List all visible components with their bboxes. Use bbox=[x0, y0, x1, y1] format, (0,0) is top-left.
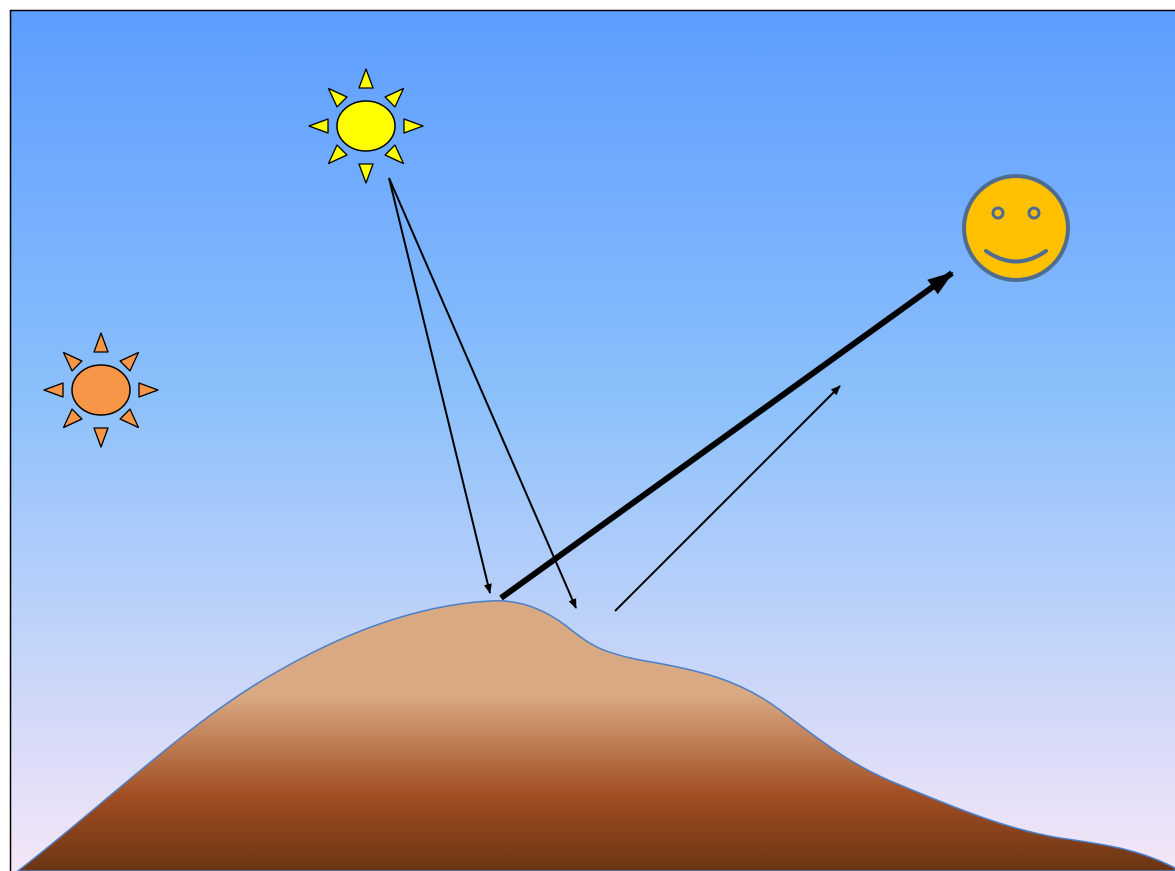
sun-ray bbox=[62, 408, 83, 429]
sun-ray bbox=[358, 68, 374, 89]
sun-body bbox=[336, 100, 396, 152]
hill bbox=[16, 600, 1175, 871]
sun-ray bbox=[119, 351, 140, 372]
sun-ray bbox=[384, 87, 405, 108]
sun-ray bbox=[119, 408, 140, 429]
sun-icon bbox=[308, 68, 424, 184]
incoming-ray-arrow bbox=[388, 177, 492, 594]
sun-ray bbox=[403, 118, 424, 134]
smiley-face-circle bbox=[962, 174, 1070, 282]
sun-ray bbox=[327, 144, 348, 165]
incoming-ray-arrow bbox=[388, 177, 577, 609]
sun-ray bbox=[93, 332, 109, 353]
sun-ray bbox=[308, 118, 329, 134]
reflected-ray-arrow-thick bbox=[499, 270, 954, 601]
sun-ray bbox=[62, 351, 83, 372]
sun-ray bbox=[358, 163, 374, 184]
sun-ray bbox=[93, 427, 109, 448]
smiley-face-icon bbox=[962, 174, 1070, 282]
sun-body bbox=[71, 364, 131, 416]
sun-ray bbox=[384, 144, 405, 165]
smiley-right-eye bbox=[1027, 206, 1041, 220]
sun-icon bbox=[43, 332, 159, 448]
sun-ray bbox=[138, 382, 159, 398]
smiley-mouth bbox=[984, 249, 1048, 264]
reflected-ray-arrow-thin bbox=[614, 385, 841, 612]
sun-ray bbox=[327, 87, 348, 108]
sun-ray bbox=[43, 382, 64, 398]
smiley-left-eye bbox=[991, 206, 1005, 220]
diagram-frame bbox=[9, 9, 1175, 871]
